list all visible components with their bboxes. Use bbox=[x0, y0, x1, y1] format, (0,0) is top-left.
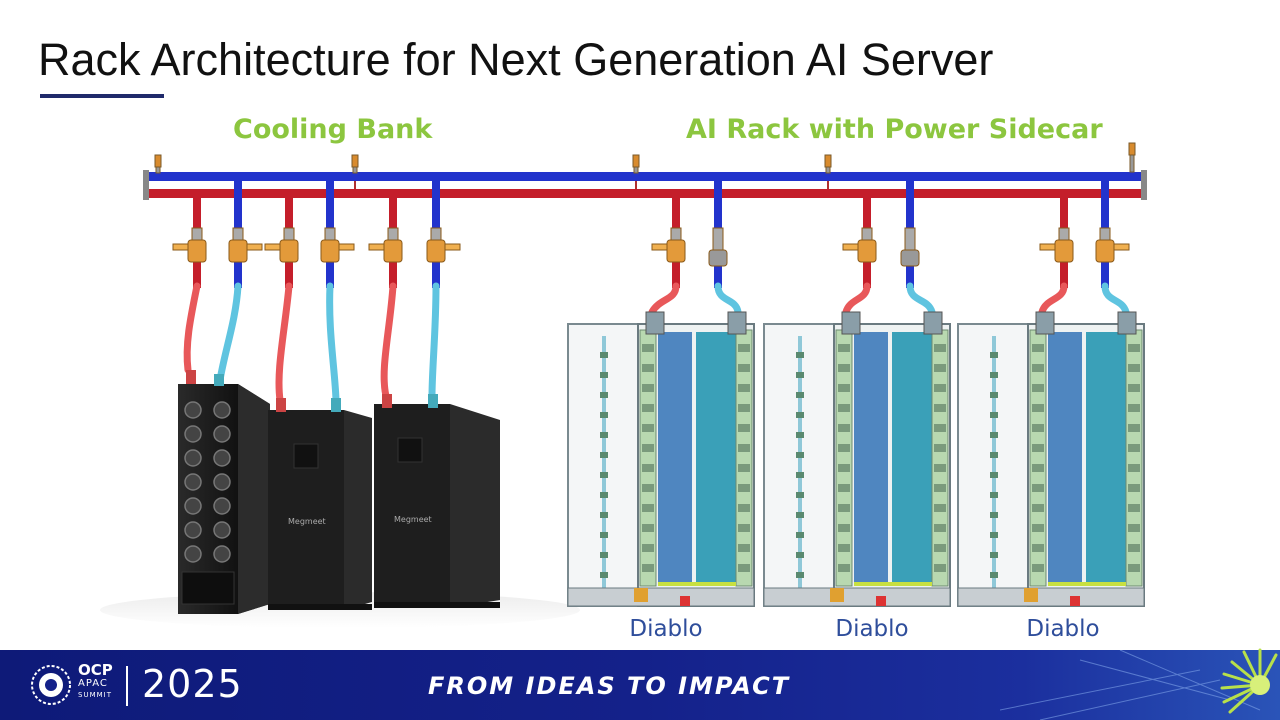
hot-hose bbox=[842, 282, 871, 316]
cdu-cabinet bbox=[268, 398, 372, 610]
footer-tagline: FROM IDEAS TO IMPACT bbox=[428, 672, 791, 700]
manifold bbox=[143, 142, 1147, 200]
footer-banner: OCP APAC SUMMIT 2025 FROM IDEAS TO IMPAC… bbox=[0, 650, 1280, 720]
cold-hose bbox=[714, 282, 742, 316]
cold-hose bbox=[906, 282, 936, 316]
cabinet-brand: Megmeet bbox=[288, 517, 326, 526]
supply-manifold-pipe bbox=[145, 172, 1145, 181]
rack-label-2: Diablo bbox=[835, 616, 909, 642]
manifold-endcap-right bbox=[1141, 170, 1147, 200]
compute-tray-column bbox=[658, 332, 692, 582]
slide-title: Rack Architecture for Next Generation AI… bbox=[38, 34, 994, 85]
ocp-logo-text: OCP bbox=[78, 661, 113, 679]
ai-rack bbox=[763, 311, 951, 607]
hot-hose bbox=[275, 282, 293, 404]
footer-year: 2025 bbox=[142, 662, 243, 706]
compute-tray-column bbox=[854, 332, 888, 582]
valve bbox=[1039, 227, 1074, 263]
valve bbox=[228, 227, 263, 263]
valve bbox=[368, 227, 403, 263]
vent-valves bbox=[154, 142, 1136, 174]
rack-label-3: Diablo bbox=[1026, 616, 1100, 642]
hot-hose bbox=[183, 282, 201, 374]
valve bbox=[842, 227, 877, 263]
cold-hose bbox=[216, 282, 242, 384]
footer-light-streaks bbox=[1000, 650, 1261, 720]
valve bbox=[708, 227, 728, 267]
compute-tray-column bbox=[1048, 332, 1082, 582]
ai-rack bbox=[567, 311, 755, 607]
valve bbox=[651, 227, 686, 263]
hot-hose bbox=[648, 282, 680, 316]
ai-rack-label: AI Rack with Power Sidecar bbox=[686, 114, 1103, 145]
cold-hose bbox=[326, 282, 340, 404]
valve bbox=[426, 227, 461, 263]
fan-grid bbox=[184, 401, 231, 563]
rack-label-1: Diablo bbox=[629, 616, 703, 642]
footer-divider bbox=[126, 666, 128, 706]
cold-hose bbox=[1101, 282, 1130, 316]
ai-rack bbox=[957, 311, 1145, 607]
manifold-endcap-left bbox=[143, 170, 149, 200]
compute-tray-column bbox=[892, 332, 932, 582]
return-manifold-pipe bbox=[145, 189, 1145, 198]
valve bbox=[172, 227, 207, 263]
valve bbox=[264, 227, 299, 263]
valve bbox=[1095, 227, 1130, 263]
cdu-cabinet-fans bbox=[178, 370, 270, 614]
hoses bbox=[183, 282, 1130, 404]
hot-hose bbox=[1038, 282, 1068, 316]
compute-tray-column bbox=[1086, 332, 1126, 582]
ball-valves bbox=[172, 227, 1130, 267]
summit-logo-text: SUMMIT bbox=[78, 691, 112, 699]
valve bbox=[900, 227, 920, 267]
cold-hose bbox=[428, 282, 440, 400]
burst-decoration-icon bbox=[1220, 648, 1278, 714]
apac-logo-text: APAC bbox=[78, 678, 108, 689]
cooling-bank bbox=[178, 370, 500, 614]
cabinet-brand: Megmeet bbox=[394, 515, 432, 524]
ai-racks bbox=[567, 311, 1145, 607]
compute-tray-column bbox=[696, 332, 736, 582]
rack-diagram: Megmeet Megmeet bbox=[100, 142, 1147, 628]
cooling-bank-label: Cooling Bank bbox=[233, 114, 433, 145]
hot-hose bbox=[380, 282, 397, 400]
cdu-cabinet bbox=[374, 394, 500, 608]
ocp-logo-icon bbox=[31, 665, 71, 705]
valve bbox=[320, 227, 355, 263]
title-underline bbox=[40, 94, 164, 98]
